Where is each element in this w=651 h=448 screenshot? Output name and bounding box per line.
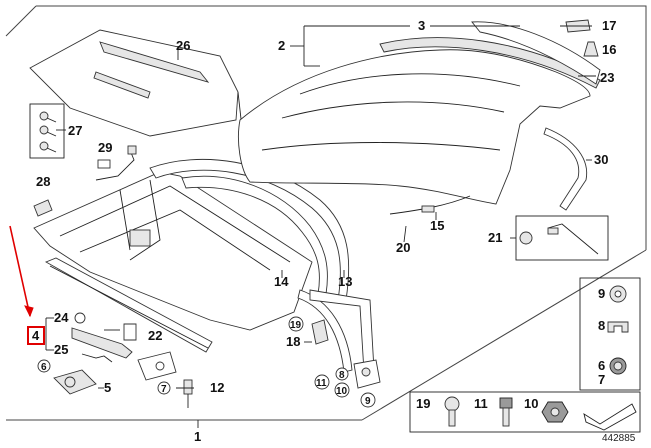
diagram-frame-diagonal [361,249,647,421]
legend-label-11[interactable]: 11 [474,396,488,411]
diagram-frame [36,5,647,250]
callout-3[interactable]: 3 [418,18,425,33]
lock-plate[interactable] [53,369,97,395]
callout-12[interactable]: 12 [210,380,224,395]
detail-box-21[interactable] [515,215,609,261]
callout-22[interactable]: 22 [148,328,162,343]
legend-label-19[interactable]: 19 [416,396,430,411]
callout-16[interactable]: 16 [602,42,616,57]
legend-panel [409,277,641,433]
circled-callout-9[interactable]: 9 [365,396,371,407]
legend-labels: 19 11 10 442885 [416,396,636,444]
circled-callouts: 6 7 8 9 10 11 19 [37,316,376,408]
callout-1[interactable]: 1 [194,429,201,444]
plug-part[interactable] [583,41,599,57]
callout-17[interactable]: 17 [602,18,616,33]
callout-30[interactable]: 30 [594,152,608,167]
circled-callout-19[interactable]: 19 [290,320,302,331]
callout-9[interactable]: 9 [598,286,605,301]
latch-mechanism[interactable] [137,351,177,381]
callout-6[interactable]: 6 [598,358,605,373]
callout-23[interactable]: 23 [600,70,614,85]
callout-4[interactable]: 4 [32,328,40,343]
spring-handle[interactable] [71,312,137,363]
leader-lines [45,25,596,428]
cable-part[interactable] [389,195,471,215]
diagram-id: 442885 [602,433,636,444]
callout-21[interactable]: 21 [488,230,502,245]
bracket-part[interactable] [33,199,53,217]
callout-13[interactable]: 13 [338,274,352,289]
callout-8[interactable]: 8 [598,318,605,333]
selection-highlight [9,225,45,345]
seal-strip[interactable] [44,257,213,353]
callout-5[interactable]: 5 [104,380,111,395]
callout-20[interactable]: 20 [396,240,410,255]
side-strip[interactable] [543,127,588,211]
highlight-arrowhead [24,305,34,318]
callout-24[interactable]: 24 [54,310,69,325]
callout-18[interactable]: 18 [286,334,300,349]
screw-set[interactable] [29,103,65,159]
circled-callout-11[interactable]: 11 [316,378,327,389]
clip-part[interactable] [95,145,137,181]
circled-callout-6[interactable]: 6 [41,362,47,373]
soft-top[interactable] [238,21,601,205]
callout-28[interactable]: 28 [36,174,50,189]
hinge-bracket[interactable] [311,319,381,389]
highlight-arrow [9,225,31,317]
pin-bolt[interactable] [183,379,193,408]
highlight-box [27,326,45,345]
legend-label-10[interactable]: 10 [524,396,538,411]
circled-callout-10[interactable]: 10 [336,386,348,397]
callout-25[interactable]: 25 [54,342,68,357]
callout-14[interactable]: 14 [274,274,289,289]
circled-callout-8[interactable]: 8 [339,370,345,381]
callout-7[interactable]: 7 [598,372,605,387]
callout-15[interactable]: 15 [430,218,444,233]
callout-labels: 1 2 3 4 5 6 7 8 9 12 13 14 15 16 17 18 2… [32,18,616,444]
callout-29[interactable]: 29 [98,140,112,155]
callout-26[interactable]: 26 [176,38,190,53]
circled-callout-7[interactable]: 7 [161,384,167,395]
callout-2[interactable]: 2 [278,38,285,53]
diagram-frame-bottom [5,5,37,37]
tonneau-panel[interactable] [29,29,243,137]
callout-27[interactable]: 27 [68,123,82,138]
